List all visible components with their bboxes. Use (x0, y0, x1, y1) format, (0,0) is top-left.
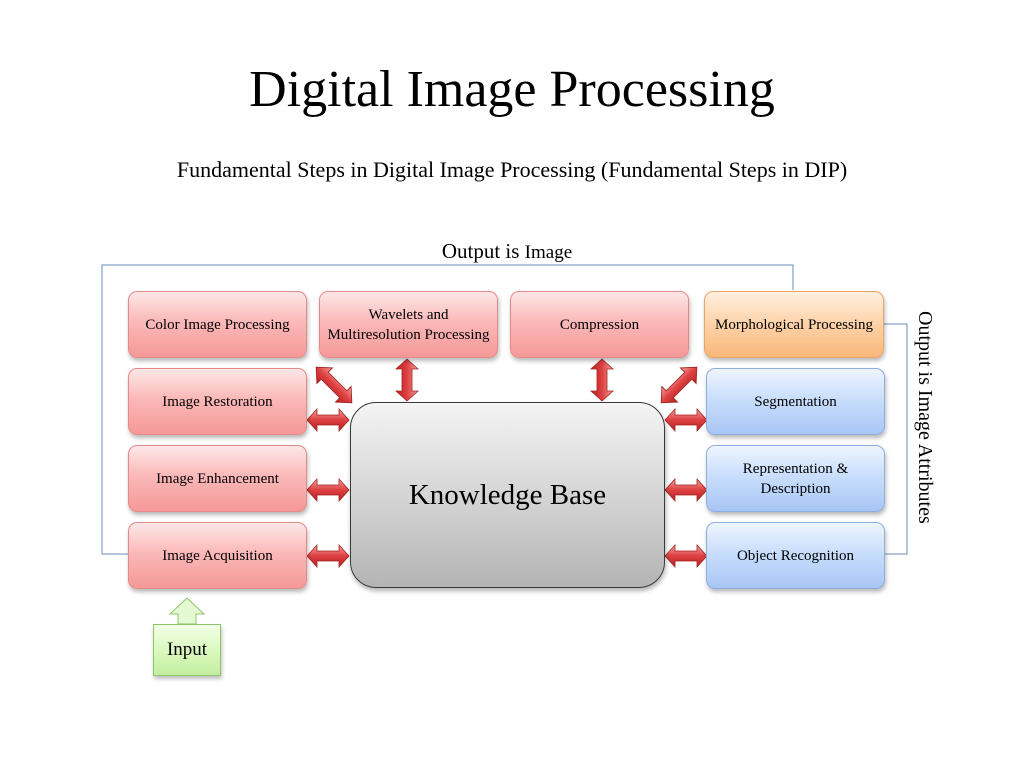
step-color-image-processing: Color Image Processing (128, 291, 307, 358)
arrow-kb-recognition (664, 544, 708, 568)
arrow-restoration-kb (306, 408, 350, 432)
step-label: Image Acquisition (162, 547, 273, 564)
step-label: Image Enhancement (156, 470, 279, 487)
step-image-acquisition: Image Acquisition (128, 522, 307, 589)
arrow-acquisition-kb (306, 544, 350, 568)
arrow-kb-segmentation (664, 408, 708, 432)
arrow-kb-representation (664, 478, 708, 502)
knowledge-base: Knowledge Base (350, 402, 665, 588)
knowledge-base-label: Knowledge Base (408, 478, 607, 511)
step-morphological-processing: Morphological Processing (704, 291, 884, 358)
arrow-compression-kb (590, 358, 614, 402)
step-segmentation: Segmentation (706, 368, 885, 435)
step-label: Color Image Processing (145, 316, 290, 333)
step-representation-description: Representation & Description (706, 445, 885, 512)
step-label: Object Recognition (736, 547, 855, 564)
step-label: Segmentation (754, 393, 837, 410)
step-label: Morphological Processing (715, 316, 873, 333)
step-wavelets-multiresolution: Wavelets and Multiresolution Processing (319, 291, 498, 358)
arrow-color-kb (307, 358, 361, 412)
step-label: Representation & Description (742, 460, 849, 497)
arrow-wavelets-kb (395, 358, 419, 402)
input-label: Input (166, 639, 208, 660)
output-image-suffix: Image (524, 242, 573, 263)
output-attributes-label: Output is Image Attributes (914, 311, 936, 524)
output-image-label: Output is Image (407, 238, 607, 266)
step-label: Compression (559, 316, 640, 333)
output-attributes-line (884, 323, 908, 555)
step-object-recognition: Object Recognition (706, 522, 885, 589)
input-arrow-icon (168, 597, 206, 625)
step-label: Wavelets and Multiresolution Processing (327, 306, 490, 343)
page-title: Digital Image Processing (249, 61, 775, 118)
page-subtitle: Fundamental Steps in Digital Image Proce… (176, 157, 848, 182)
step-compression: Compression (510, 291, 689, 358)
arrow-morphological-kb (652, 358, 706, 412)
output-image-prefix: Output is (441, 239, 520, 263)
step-image-enhancement: Image Enhancement (128, 445, 307, 512)
arrow-enhancement-kb (306, 478, 350, 502)
input-box: Input (153, 624, 221, 676)
output-image-line (101, 264, 794, 555)
step-label: Image Restoration (162, 393, 273, 410)
step-image-restoration: Image Restoration (128, 368, 307, 435)
